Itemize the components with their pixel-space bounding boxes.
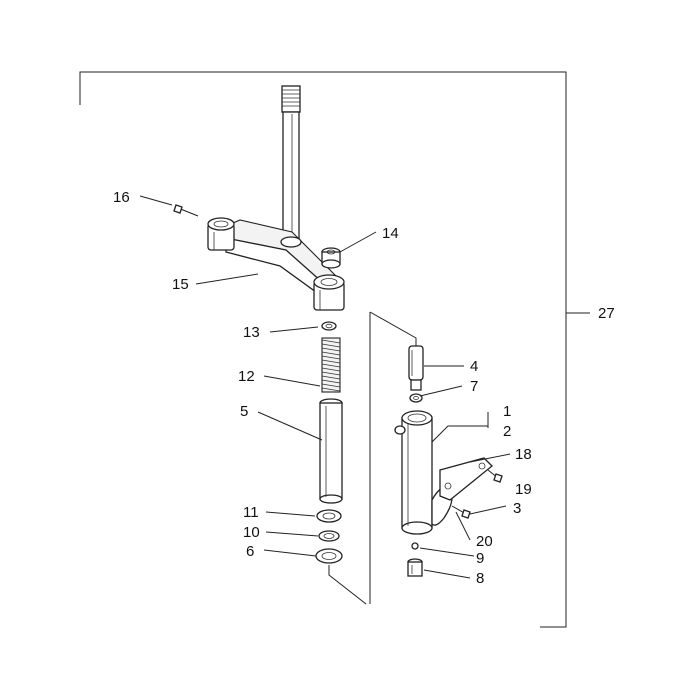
spring-coil <box>321 387 341 392</box>
guide-line-bottom <box>328 565 367 605</box>
callout-7: 7 <box>470 378 478 395</box>
callout-2: 2 <box>503 423 511 440</box>
spring-coil <box>321 355 341 360</box>
spring-coil <box>321 363 341 368</box>
callout-11: 11 <box>243 504 259 521</box>
callout-13: 13 <box>243 324 260 341</box>
spring <box>321 337 341 393</box>
callout-19: 19 <box>515 481 532 498</box>
callout-4: 4 <box>470 358 478 375</box>
washer-6 <box>315 548 343 564</box>
callout-16: 16 <box>113 189 130 206</box>
spring-coil <box>321 379 341 384</box>
callout-5: 5 <box>240 403 248 420</box>
callout-18: 18 <box>515 446 532 463</box>
washer-11 <box>316 509 342 523</box>
fork-stem <box>281 85 301 241</box>
callout-20: 20 <box>476 533 493 550</box>
damper-rod <box>408 345 424 391</box>
bushing <box>321 247 341 269</box>
callout-8: 8 <box>476 570 484 587</box>
bracket <box>439 457 493 501</box>
spring-coil <box>321 375 341 380</box>
pin <box>173 204 199 217</box>
spring-coil <box>321 371 341 376</box>
ring <box>321 321 337 331</box>
spring-coil <box>321 359 341 364</box>
bolt <box>407 558 423 577</box>
assembly-bracket <box>79 71 567 628</box>
fork-leg <box>394 410 453 535</box>
callout-27: 27 <box>598 305 615 322</box>
triple-clamp <box>207 217 345 311</box>
callout-12: 12 <box>238 368 255 385</box>
callout-1: 1 <box>503 403 511 420</box>
leader-lines <box>139 195 511 579</box>
screw-3 <box>451 505 471 519</box>
washer-10 <box>318 530 340 542</box>
callout-10: 10 <box>243 524 260 541</box>
callout-6: 6 <box>246 543 254 560</box>
spring-coil <box>321 351 341 356</box>
ball <box>411 542 419 550</box>
nut <box>409 393 423 403</box>
callout-14: 14 <box>382 225 399 242</box>
spring-coil <box>321 347 341 352</box>
callout-9: 9 <box>476 550 484 567</box>
screw-19 <box>487 469 503 483</box>
guide-line-top <box>369 311 417 346</box>
callout-15: 15 <box>172 276 189 293</box>
callout-3: 3 <box>513 500 521 517</box>
spring-coil <box>321 339 341 344</box>
spring-coil <box>321 383 341 388</box>
spring-coil <box>321 343 341 348</box>
tube <box>319 398 343 504</box>
spring-coil <box>321 367 341 372</box>
